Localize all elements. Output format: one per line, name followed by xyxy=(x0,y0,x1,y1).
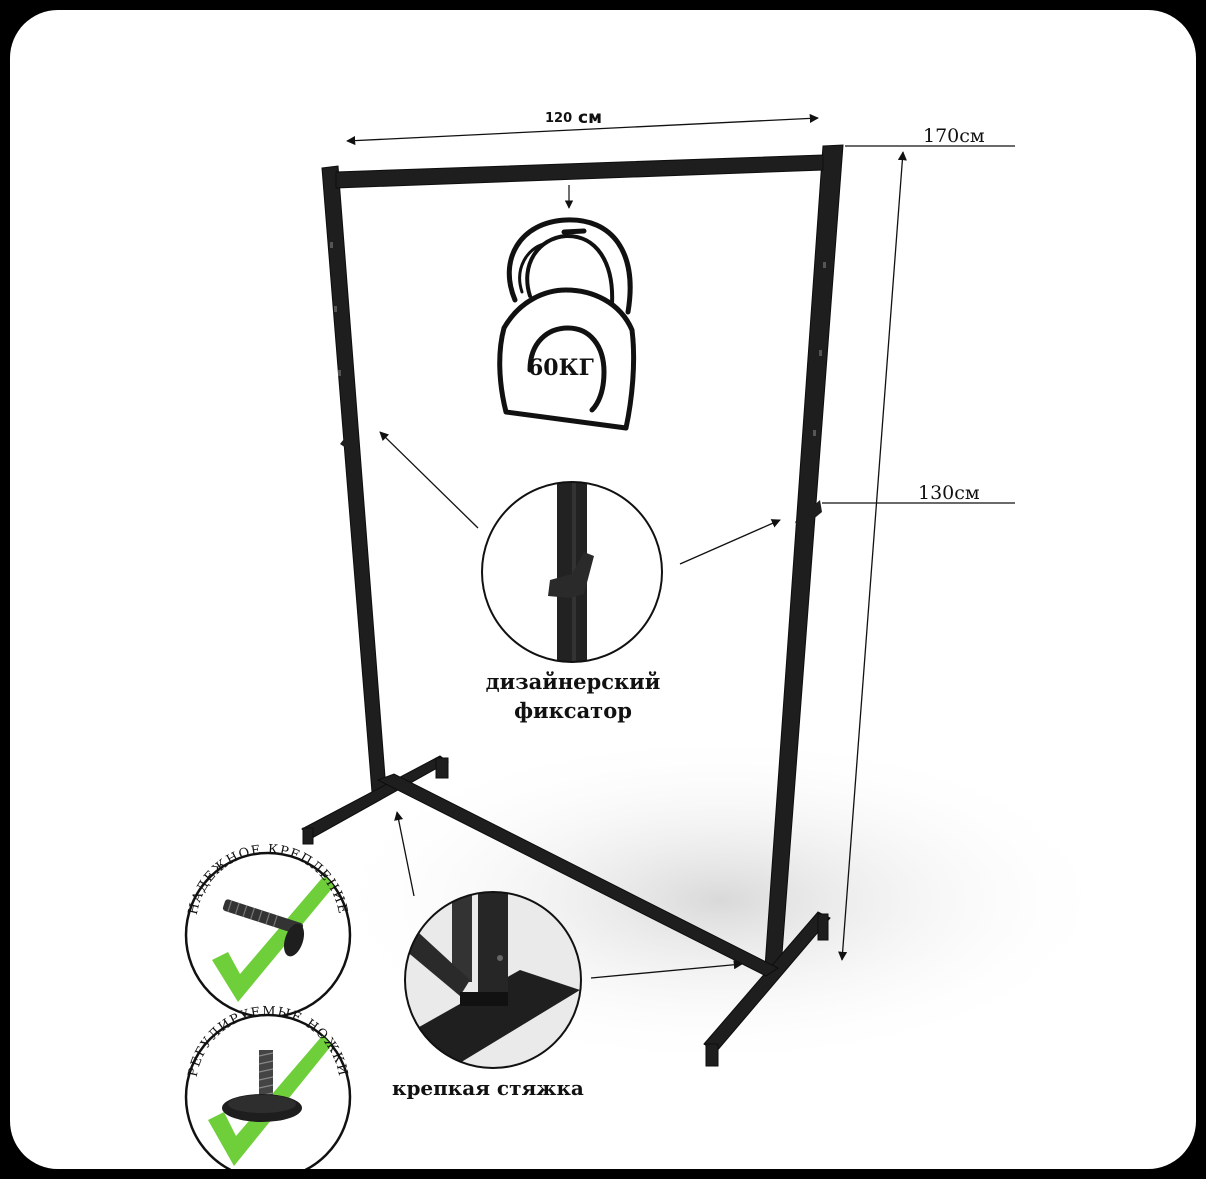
height-arrow xyxy=(838,151,907,961)
fixator-caption: дизайнерский фиксатор xyxy=(473,667,673,725)
post-holes xyxy=(330,242,826,436)
tie-detail-circle xyxy=(404,891,582,1069)
fixator-detail-circle xyxy=(481,481,663,663)
fixator-caption-line2: фиксатор xyxy=(514,698,632,723)
kettlebell-icon xyxy=(497,217,637,431)
product-card: НАДЕЖНОЕ КРЕПЛЕНИЕ РЕГУЛИРУЕМЫЕ НОЖКИ 12… xyxy=(10,10,1196,1169)
tie-arrow-right xyxy=(590,960,743,979)
weight-label: 60КГ xyxy=(528,355,594,381)
adjustable-foot-icon xyxy=(222,1050,302,1122)
bolt-icon xyxy=(222,899,305,957)
height-lock-label: 130см xyxy=(918,482,980,504)
height-total-label: 170см xyxy=(923,125,985,147)
width-arrow xyxy=(346,113,819,146)
clothes-rack-illustration: НАДЕЖНОЕ КРЕПЛЕНИЕ РЕГУЛИРУЕМЫЕ НОЖКИ xyxy=(184,113,1120,1169)
fixator-arrow-right xyxy=(679,519,781,565)
fixator-arrow-left xyxy=(379,431,479,529)
width-value: 120 xyxy=(545,111,573,126)
left-lock-hook xyxy=(340,424,358,448)
rack-frame xyxy=(301,144,844,1067)
adjustable-feet-badge xyxy=(184,1013,352,1169)
right-lock-hook xyxy=(795,500,822,530)
tie-caption: крепкая стяжка xyxy=(392,1076,584,1100)
fixator-caption-line1: дизайнерский xyxy=(485,669,661,694)
tie-arrow-up xyxy=(394,811,415,897)
reliable-mount-badge xyxy=(184,851,352,1019)
width-unit: см xyxy=(578,108,602,128)
